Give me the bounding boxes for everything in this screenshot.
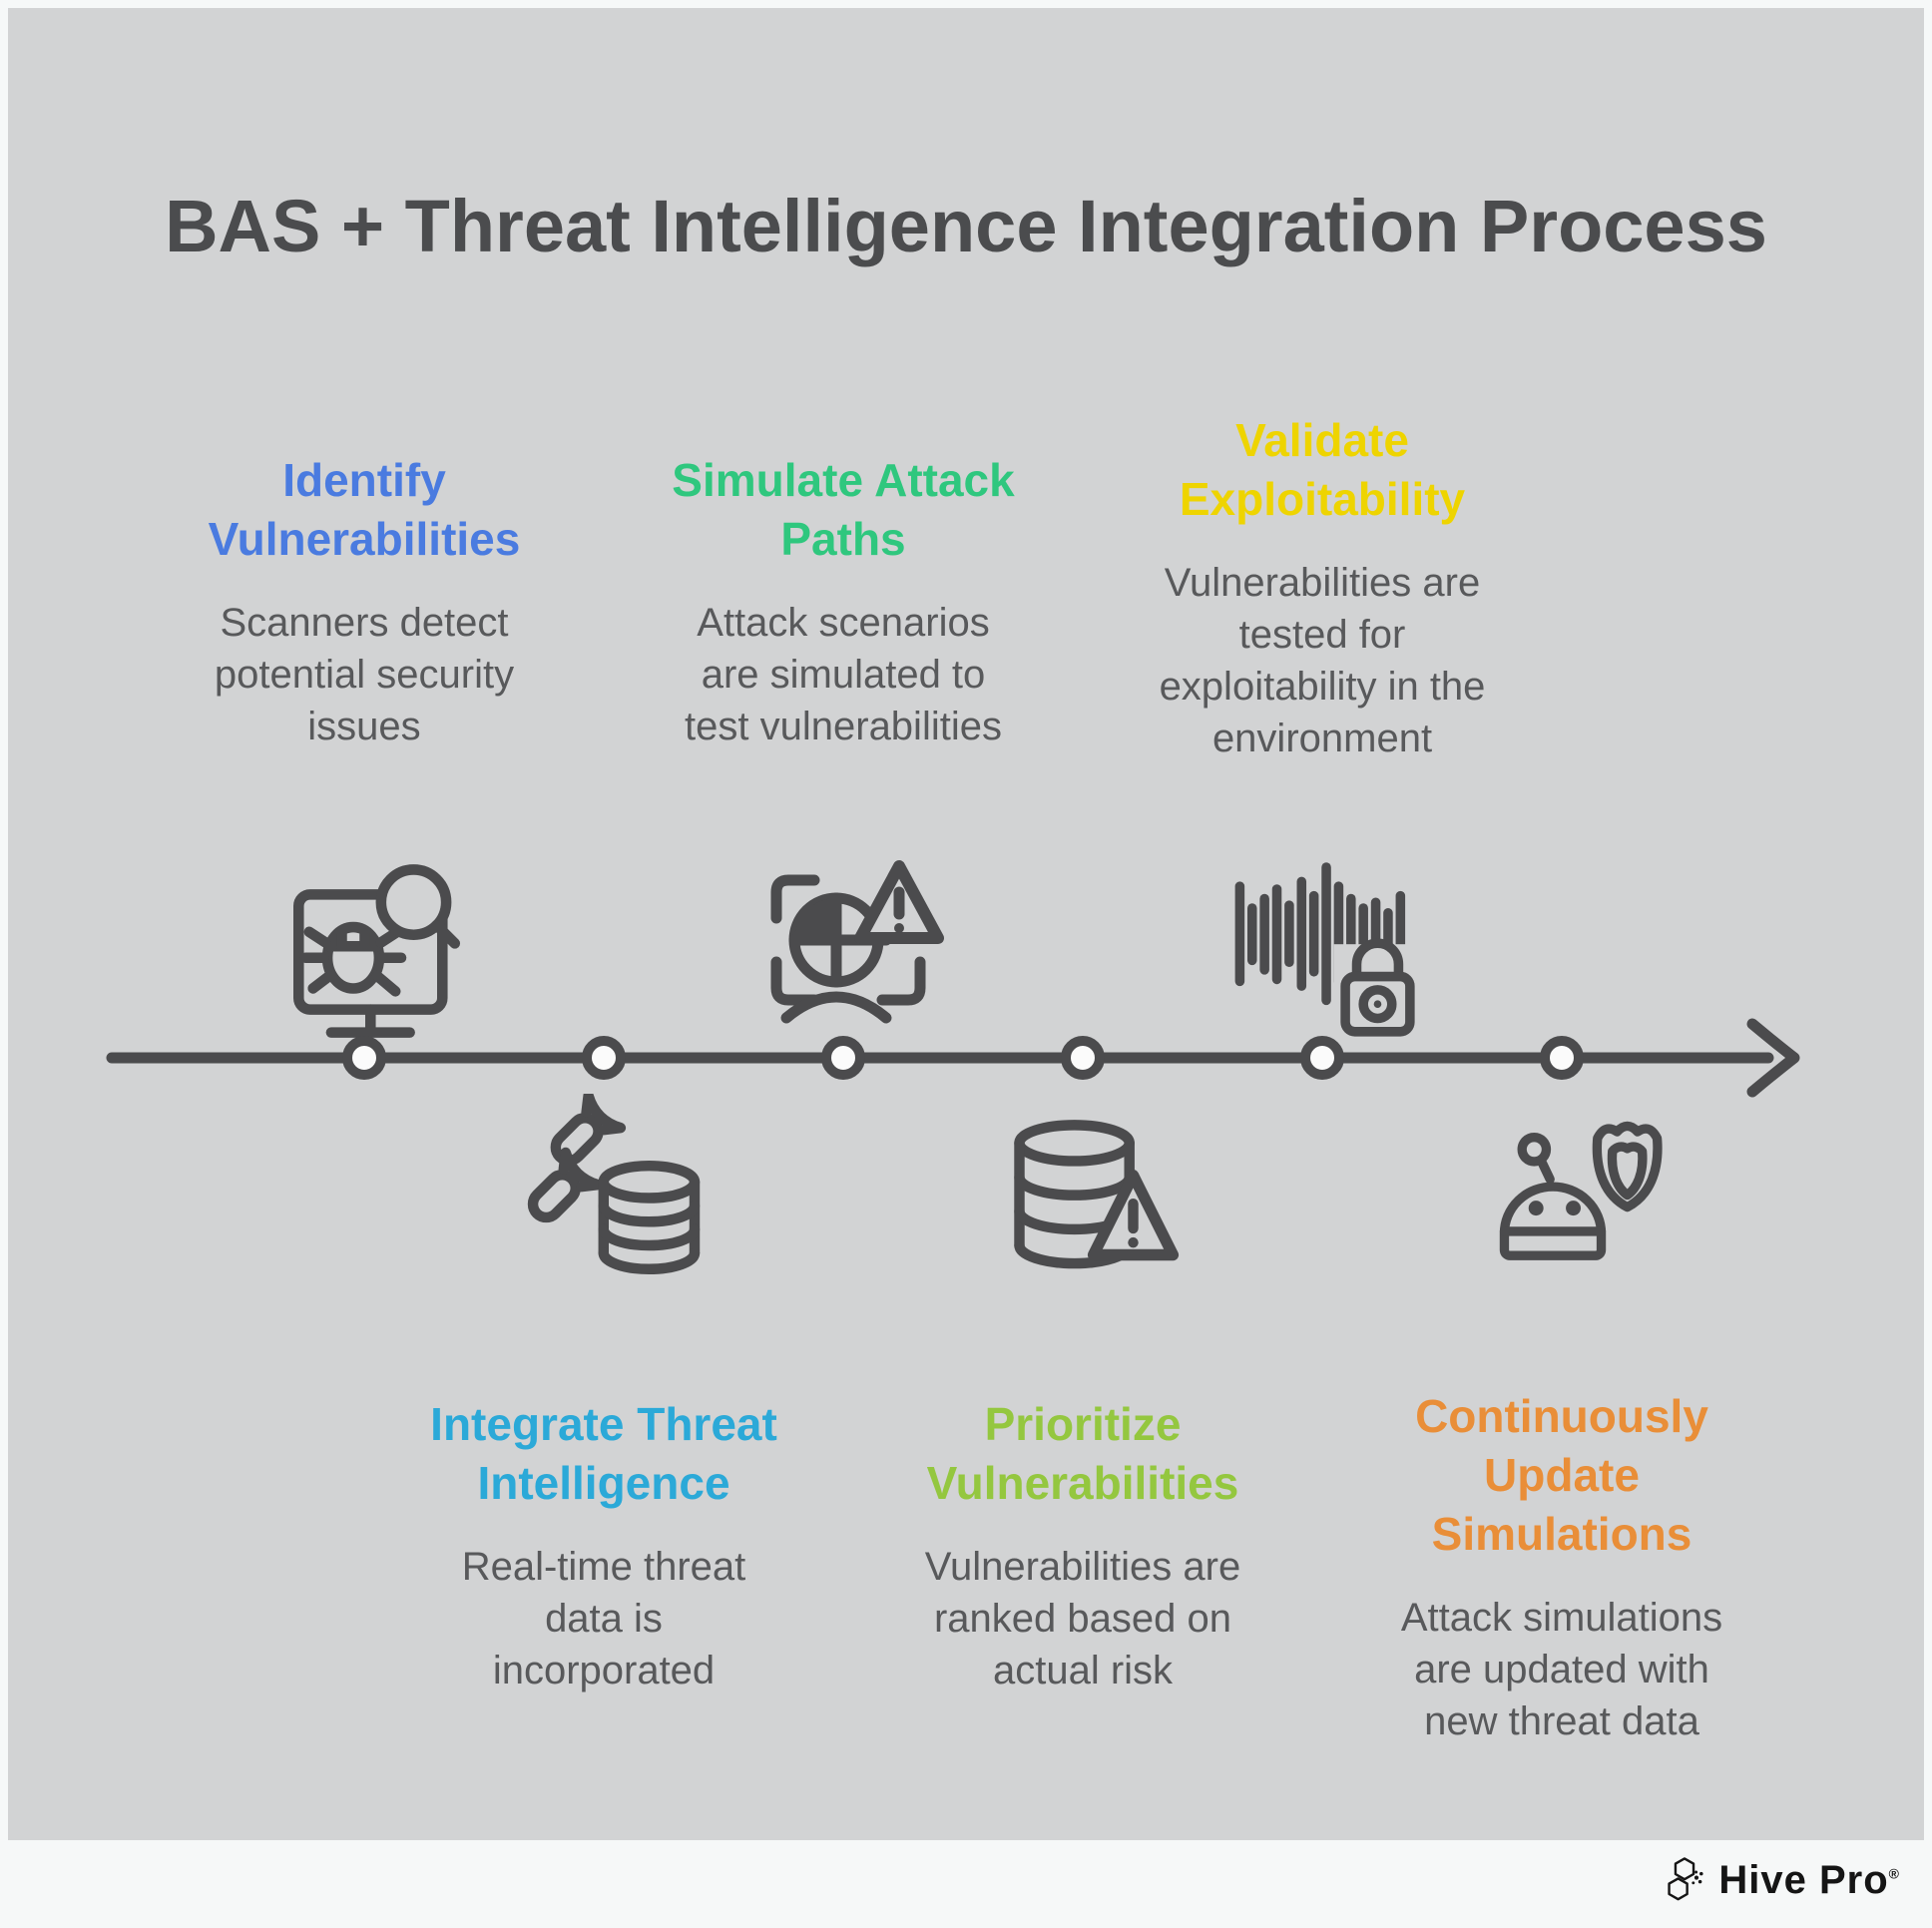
bomb-glyph [527,1147,604,1223]
bug-glyph [299,921,407,997]
timeline-node-4 [1061,1036,1105,1080]
infographic-title: BAS + Threat Intelligence Integration Pr… [165,185,1767,267]
hive-pro-hexagon-icon [1668,1857,1703,1901]
timeline-arrowhead-icon [1746,1018,1800,1098]
monitor-bug-scan-icon [293,864,461,1038]
database-glyph [598,1160,701,1274]
step-3-text-block: Simulate Attack Paths Attack scenarios a… [644,451,1043,752]
registered-trademark: ® [1888,1865,1900,1882]
step-3-description: Attack scenarios are simulated to test v… [685,600,1002,748]
signal-waveform-lock-icon [1234,862,1422,1038]
threat-feed-database-icon [527,1094,701,1274]
padlock-glyph [1333,938,1422,1038]
step-2-text-block: Integrate Threat Intelligence Real-time … [394,1395,813,1696]
timeline-node-3 [821,1036,865,1080]
magnifier-glyph [375,864,461,949]
step-6-title: Continuously Update Simulations [1415,1390,1708,1560]
timeline-node-5 [1300,1036,1344,1080]
database-risk-warning-icon [1014,1120,1180,1269]
hive-pro-logo: Hive Pro® [1661,1852,1900,1908]
step-5-title: Validate Exploitability [1179,414,1466,525]
step-4-text-block: Prioritize Vulnerabilities Vulnerabiliti… [883,1395,1282,1696]
step-4-title: Prioritize Vulnerabilities [926,1398,1239,1509]
warning-triangle [1087,1170,1180,1261]
gray-background-panel [8,8,1924,1840]
step-2-title: Integrate Threat Intelligence [430,1398,777,1509]
step-1-text-block: Identify Vulnerabilities Scanners detect… [180,451,549,752]
timeline-node-6 [1540,1036,1584,1080]
viewfinder-brackets [770,874,926,1006]
step-4-description: Vulnerabilities are ranked based on actu… [924,1544,1241,1692]
robot-head-glyph [1499,1133,1607,1260]
step-1-description: Scanners detect potential security issue… [214,600,515,748]
shield-glyph [1592,1121,1663,1212]
step-1-title: Identify Vulnerabilities [208,454,521,565]
timeline-node-1 [342,1036,386,1080]
robot-shield-icon [1499,1121,1663,1260]
warning-triangle [854,860,944,944]
hive-pro-wordmark: Hive Pro® [1718,1857,1900,1902]
step-6-description: Attack simulations are updated with new … [1400,1595,1723,1743]
step-5-description: Vulnerabilities are tested for exploitab… [1159,560,1486,760]
step-5-text-block: Validate Exploitability Vulnerabilities … [1133,411,1512,764]
bomb-glyph [550,1094,627,1167]
process-timeline [106,1018,1800,1098]
timeline-node-2 [582,1036,626,1080]
step-3-title: Simulate Attack Paths [672,454,1015,565]
step-2-description: Real-time threat data is incorporated [461,1544,746,1692]
step-6-text-block: Continuously Update Simulations Attack s… [1362,1387,1761,1747]
attack-scenario-target-icon [770,860,944,1024]
orbit-arc [780,991,892,1024]
